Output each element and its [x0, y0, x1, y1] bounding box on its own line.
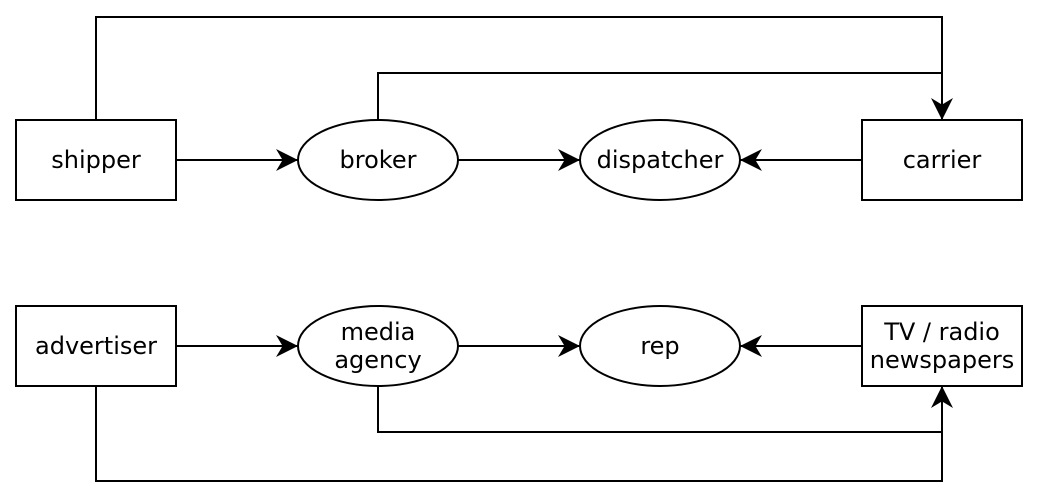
tv-radio-line-2: newspapers: [869, 346, 1015, 374]
advertiser-label: advertiser: [16, 306, 176, 386]
tv-radio-label: TV / radio newspapers: [862, 306, 1022, 386]
carrier-text: carrier: [902, 146, 982, 174]
shipper-label: shipper: [16, 120, 176, 200]
shipper-text: shipper: [51, 146, 141, 174]
advertiser-text: advertiser: [35, 332, 157, 360]
tv-radio-box: [861, 305, 1023, 387]
dispatcher-text: dispatcher: [596, 146, 724, 174]
rep-text: rep: [640, 332, 680, 360]
rep-label: rep: [580, 306, 740, 386]
dispatcher-label: dispatcher: [580, 120, 740, 200]
broker-text: broker: [339, 146, 417, 174]
tv-radio-line-1: TV / radio: [884, 318, 1000, 346]
arrow-advertiser-to-tv-radio: [95, 386, 953, 482]
arrow-media-agency-to-tv-radio: [377, 386, 943, 433]
broker-label: broker: [298, 120, 458, 200]
media-agency-label: media agency: [298, 306, 458, 386]
arrow-broker-to-carrier: [377, 72, 943, 120]
arrow-shipper-to-carrier: [95, 16, 953, 120]
shipper-box: [15, 119, 177, 201]
carrier-label: carrier: [862, 120, 1022, 200]
media-agency-line-1: media: [340, 318, 416, 346]
media-agency-line-2: agency: [334, 346, 422, 374]
